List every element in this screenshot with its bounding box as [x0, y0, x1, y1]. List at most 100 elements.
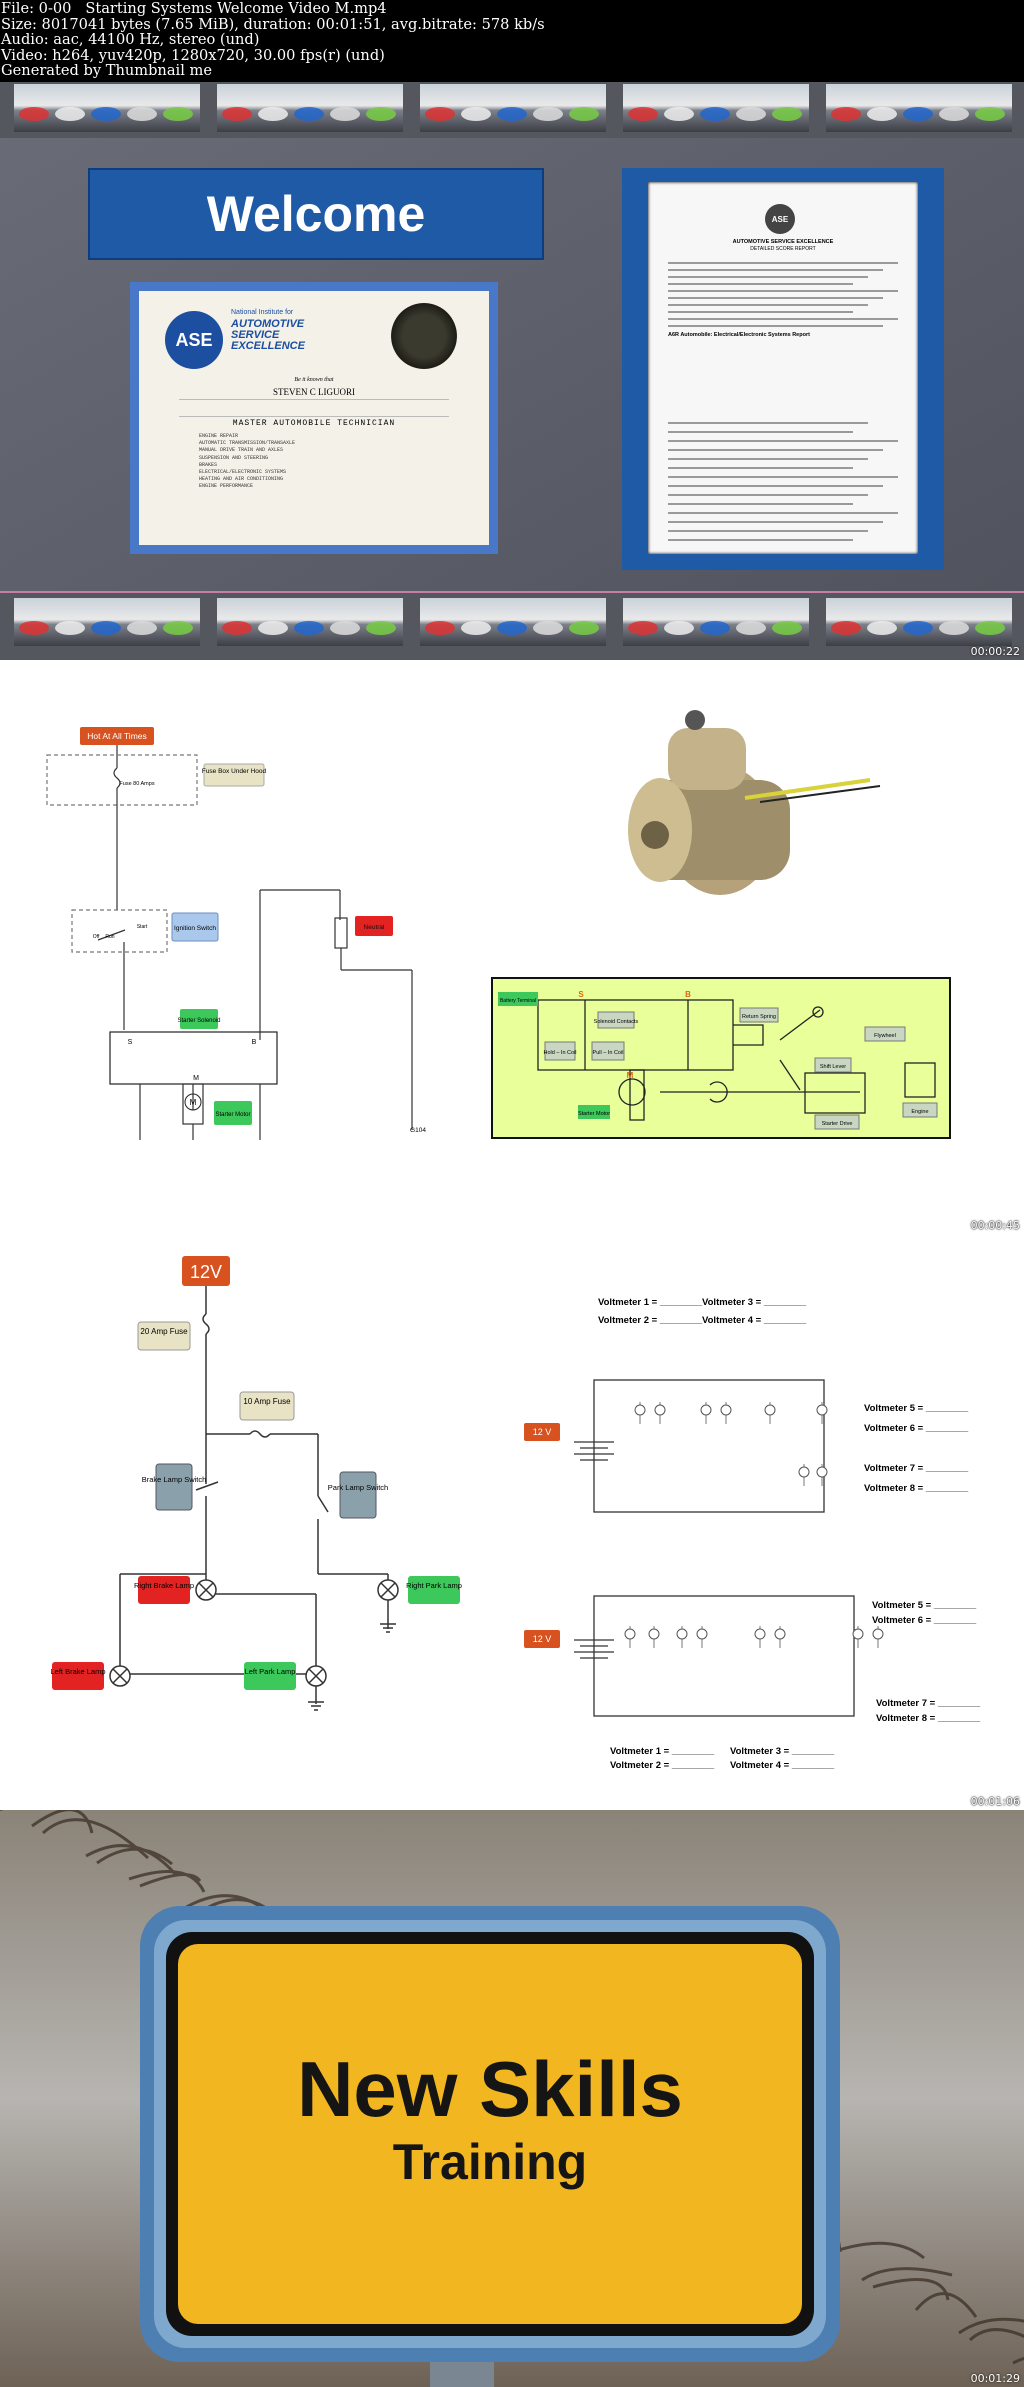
engine-label: Engine — [911, 1109, 928, 1115]
report-text-line — [668, 297, 883, 299]
top-v3: Voltmeter 3 = ________ — [702, 1297, 807, 1308]
cert-area-item: MANUAL DRIVE TRAIN AND AXLES — [199, 447, 284, 454]
sign-line1: New Skills — [297, 2045, 683, 2133]
timestamp: 00:01:06 — [970, 1795, 1020, 1808]
top-v7: Voltmeter 7 = ________ — [864, 1463, 969, 1474]
top-v8: Voltmeter 8 = ________ — [864, 1483, 969, 1494]
bottom-v6: Voltmeter 6 = ________ — [872, 1615, 977, 1626]
right-park-label: Right Park Lamp — [406, 1581, 462, 1590]
voltmeter-probe — [676, 1626, 688, 1648]
voltmeter-probe — [816, 1402, 828, 1424]
voltmeter-probe — [654, 1402, 666, 1424]
cert-area-item: BRAKES — [199, 461, 218, 468]
branch-shape — [958, 2317, 1024, 2335]
report-text-line — [668, 449, 883, 451]
svg-text:M: M — [190, 1098, 197, 1107]
voltmeter-probe — [696, 1626, 708, 1648]
branch-shape — [914, 2292, 978, 2318]
video-line: Video: h264, yuv420p, 1280x720, 30.00 fp… — [1, 46, 385, 64]
brake-switch-label: Brake Lamp Switch — [142, 1475, 207, 1484]
thumbnail-frame-3[interactable]: 12V 20 Amp Fuse 10 Amp Fuse Brake Lamp S… — [0, 1234, 1024, 1810]
starter-circuit-diagram: M Hot At All Times Fuse Box Under Hood F… — [46, 710, 951, 1140]
shift-lever-label: Shift Lever — [820, 1064, 846, 1070]
top-battery-label: 12 V — [533, 1427, 552, 1437]
report-text-line — [668, 325, 883, 327]
hot-at-all-times-label: Hot At All Times — [87, 731, 147, 741]
terminal-s-label: S — [128, 1039, 133, 1046]
cert-title: MASTER AUTOMOBILE TECHNICIAN — [232, 419, 396, 428]
cutaway-m-label: M — [627, 1071, 634, 1080]
12v-label: 12V — [190, 1262, 222, 1282]
file-info-header: File: 0-00 Starting Systems Welcome Vide… — [0, 0, 1024, 82]
report-text-line — [668, 290, 898, 292]
welcome-banner: Welcome — [88, 168, 544, 260]
thumbnail-frame-2[interactable]: M Hot At All Times Fuse Box Under Hood F… — [0, 660, 1024, 1234]
report-text-line — [668, 503, 853, 505]
report-text-line — [668, 311, 853, 313]
report-text-line — [668, 283, 853, 285]
report-text-line — [668, 262, 898, 264]
voltmeter-probe — [774, 1626, 786, 1648]
report-text-line — [668, 304, 868, 306]
cert-area-item: HEATING AND AIR CONDITIONING — [199, 476, 284, 483]
return-spring-label: Return Spring — [742, 1014, 776, 1020]
report-text-line — [668, 431, 853, 433]
starter-solenoid-label: Starter Solenoid — [177, 1018, 220, 1024]
terminal-m-label: M — [193, 1075, 199, 1082]
thumbnail-frame-1[interactable]: Welcome ASE National Institute for AUTOM… — [0, 82, 1024, 660]
branch-shape — [31, 1810, 94, 1834]
ase-report-badge-icon: ASE — [765, 204, 795, 234]
top-v1: Voltmeter 1 = ________ — [598, 1297, 703, 1308]
ase-badge-icon: ASE — [165, 311, 223, 369]
size-line: Size: 8017041 bytes (7.65 MiB), duration… — [1, 15, 545, 33]
cert-area-item: AUTOMATIC TRANSMISSION/TRANSAXLE — [199, 440, 296, 447]
audio-line: Audio: aac, 44100 Hz, stereo (und) — [1, 31, 260, 48]
cert-org-small: National Institute for — [231, 309, 294, 316]
bottom-battery-label: 12 V — [533, 1634, 552, 1644]
voltmeter-probe — [816, 1464, 828, 1486]
voltmeter-probe — [798, 1464, 810, 1486]
report-text-line — [668, 440, 898, 442]
switch-start-label: Start — [137, 924, 148, 930]
car-thumbnail — [14, 84, 200, 132]
timestamp: 00:00:22 — [970, 645, 1020, 658]
top-v5: Voltmeter 5 = ________ — [864, 1403, 969, 1414]
starter-drive-label: Starter Drive — [822, 1121, 853, 1127]
report-text-line — [668, 494, 868, 496]
flywheel-label: Flywheel — [874, 1033, 896, 1039]
score-report: ASE AUTOMOTIVE SERVICE EXCELLENCE DETAIL… — [622, 168, 944, 570]
voltmeter-probe — [648, 1626, 660, 1648]
bottom-v3: Voltmeter 3 = ________ — [730, 1746, 835, 1757]
report-text-line — [668, 276, 868, 278]
car-thumbnail — [14, 598, 200, 646]
cert-area-item: ELECTRICAL/ELECTRONIC SYSTEMS — [199, 469, 287, 476]
cutaway-s-label: S — [578, 990, 584, 999]
starter-motor-photo — [628, 710, 881, 895]
car-thumbnail — [623, 84, 809, 132]
branch-shape — [96, 1847, 173, 1866]
bottom-v5: Voltmeter 5 = ________ — [872, 1600, 977, 1611]
thumbnail-frame-4[interactable]: New Skills Training 00:01:29 — [0, 1810, 1024, 2387]
car-thumbnail — [826, 84, 1012, 132]
fuse20-label: 20 Amp Fuse — [140, 1327, 188, 1336]
branch-shape — [85, 1844, 178, 1876]
battery-terminal-label: Battery Terminal — [500, 998, 536, 1004]
report-text-line — [668, 485, 883, 487]
bottom-v4: Voltmeter 4 = ________ — [730, 1760, 835, 1771]
voltmeter-probe — [852, 1626, 864, 1648]
left-park-label: Left Park Lamp — [245, 1667, 296, 1676]
voltmeter-probe — [764, 1402, 776, 1424]
report-text-line — [668, 467, 853, 469]
branch-shape — [128, 1869, 206, 1893]
top-v6: Voltmeter 6 = ________ — [864, 1423, 969, 1434]
sign-line2: Training — [392, 2134, 588, 2190]
report-text-line — [668, 539, 853, 541]
report-text-line — [668, 422, 868, 424]
switch-run-label: Run — [105, 934, 114, 940]
voltmeter-probe — [634, 1402, 646, 1424]
car-thumbnail — [623, 598, 809, 646]
terminal-b-label: B — [252, 1039, 257, 1046]
fuse-box-label: Fuse Box Under Hood — [202, 768, 267, 775]
cutaway-motor-label: Starter Motor — [578, 1111, 610, 1117]
